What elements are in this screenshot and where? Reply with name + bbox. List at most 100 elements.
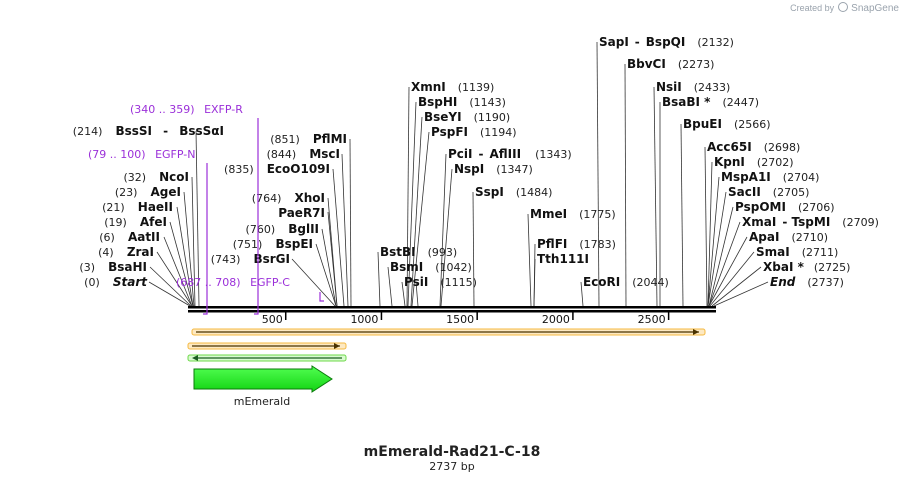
site-position: (1194) <box>480 126 517 139</box>
site-bbvci[interactable]: BbvCI(2273) <box>627 57 714 71</box>
site-sapi[interactable]: SapI-BspQI(2132) <box>599 35 734 49</box>
site-paer7i[interactable]: PaeR7I <box>278 206 325 220</box>
orf-track <box>187 328 706 362</box>
site-bspei[interactable]: (751) BspEI <box>233 233 313 252</box>
site-agei[interactable]: (23) AgeI <box>115 181 181 200</box>
site-bglii[interactable]: (760) BglII <box>246 218 319 237</box>
site-name: Acc65I <box>707 140 752 154</box>
site-position: (2447) <box>722 96 759 109</box>
site-name-alt: TspMI <box>792 215 831 229</box>
site-bpuei[interactable]: BpuEI(2566) <box>683 117 771 131</box>
site-separator: - <box>163 124 168 138</box>
site-leader-line <box>377 251 381 307</box>
site-position: (764) <box>252 192 282 205</box>
site-pcii[interactable]: PciI-AflIII(1343) <box>448 147 572 161</box>
site-sspi[interactable]: SspI(1484) <box>475 185 552 199</box>
site-name: BsmI <box>390 260 423 274</box>
site-leader-line <box>680 123 684 307</box>
site-haeii[interactable]: (21) HaeII <box>102 196 173 215</box>
site-zrai[interactable]: (4) ZraI <box>98 241 154 260</box>
site-nspi[interactable]: NspI(1347) <box>454 162 533 176</box>
site-position: (1484) <box>516 186 553 199</box>
site-leader-line <box>472 191 475 307</box>
site-leader-line <box>709 251 755 307</box>
site-position: (760) <box>246 223 276 236</box>
site-name: MscI <box>309 147 340 161</box>
site-leader-line <box>349 138 352 307</box>
site-xmni[interactable]: XmnI(1139) <box>411 80 494 94</box>
site-position: (2132) <box>697 36 734 49</box>
plasmid-length: 2737 bp <box>429 460 474 473</box>
site-mspa1i[interactable]: MspA1I(2704) <box>721 170 819 184</box>
site-aatii[interactable]: (6) AatII <box>99 226 160 245</box>
site-name: XmaI <box>742 215 776 229</box>
site-position: (0) <box>84 276 100 289</box>
site-bsssi[interactable]: (214) BssSI - BssSαI <box>73 120 224 139</box>
site-leader-line <box>580 281 584 307</box>
site-separator: - <box>479 147 484 161</box>
site-bsabi[interactable]: BsaBI *(2447) <box>662 95 759 109</box>
site-ecoo109i[interactable]: (835) EcoO109I <box>224 158 330 177</box>
site-leader-line <box>406 86 410 307</box>
site-start[interactable]: (0) Start <box>84 271 148 290</box>
site-nsii[interactable]: NsiI(2433) <box>656 80 730 94</box>
site-leader-line <box>653 86 658 307</box>
site-pflfi[interactable]: PflFI(1783) <box>537 237 616 251</box>
snapgene-logo-icon <box>837 2 848 12</box>
sequence-backbone <box>188 306 716 313</box>
credit-prefix: Created by <box>790 3 835 13</box>
site-kpni[interactable]: KpnI(2702) <box>714 155 793 169</box>
site-tth111i[interactable]: Tth111I <box>537 252 589 266</box>
site-xhoi[interactable]: (764) XhoI <box>252 187 325 206</box>
site-mmei[interactable]: MmeI(1775) <box>530 207 616 221</box>
site-pflmi[interactable]: (851) PflMI <box>270 128 347 147</box>
feature-label: mEmerald <box>234 395 290 408</box>
site-sacii[interactable]: SacII(2705) <box>728 185 809 199</box>
site-smai[interactable]: SmaI(2711) <box>756 245 838 259</box>
site-leader-line <box>704 146 708 307</box>
site-leader-line <box>195 130 200 307</box>
site-msci[interactable]: (844) MscI <box>267 143 340 162</box>
site-position: (2044) <box>632 276 669 289</box>
primer-marks <box>203 118 324 315</box>
primer-labels: (340 .. 359) EXFP-R (79 .. 100) EGFP-N (… <box>88 103 324 315</box>
site-end[interactable]: End(2737) <box>770 275 844 289</box>
site-leader-line <box>440 168 453 307</box>
site-name: PflFI <box>537 237 567 251</box>
scale-tick-label: 2000 <box>542 313 570 326</box>
site-name: SmaI <box>756 245 790 259</box>
site-position: (3) <box>79 261 95 274</box>
site-pspomi[interactable]: PspOMI(2706) <box>735 200 835 214</box>
site-position: (1042) <box>435 261 472 274</box>
site-bseyi[interactable]: BseYI(1190) <box>424 110 510 124</box>
site-leader-line <box>439 153 447 307</box>
site-name: SapI <box>599 35 629 49</box>
site-pspfi[interactable]: PspFI (1194) <box>431 125 517 139</box>
site-ncoi[interactable]: (32) NcoI <box>123 166 189 185</box>
site-leader-line <box>415 281 419 307</box>
site-psii[interactable]: PsiI(1115) <box>404 275 477 289</box>
site-bstbi[interactable]: BstBI(993) <box>380 245 457 259</box>
site-bsahi[interactable]: (3) BsaHI <box>79 256 147 275</box>
middle-site-labels: XmnI(1139) BspHI(1143) BseYI(1190) PspFI… <box>380 35 771 289</box>
site-name-alt: AflIII <box>489 147 521 161</box>
site-position: (19) <box>104 216 127 229</box>
primer-egfp-c[interactable]: (687 .. 708) EGFP-C <box>176 276 290 289</box>
site-apai[interactable]: ApaI(2710) <box>749 230 828 244</box>
site-name: PspFI <box>431 125 468 139</box>
site-xmai[interactable]: XmaI-TspMI(2709) <box>742 215 879 229</box>
site-ecori[interactable]: EcoRI(2044) <box>583 275 669 289</box>
feature-memerald[interactable]: mEmerald <box>193 365 333 408</box>
site-afei[interactable]: (19) AfeI <box>104 211 167 230</box>
site-leader-line <box>191 176 196 307</box>
site-bsrgi[interactable]: (743) BsrGI <box>211 248 290 267</box>
primer-egfp-n[interactable]: (79 .. 100) EGFP-N <box>88 148 195 161</box>
site-bsmi[interactable]: BsmI (1042) <box>390 260 472 274</box>
site-name: XbaI * <box>763 260 805 274</box>
site-acc65i[interactable]: Acc65I(2698) <box>707 140 800 154</box>
site-bsphi[interactable]: BspHI(1143) <box>418 95 506 109</box>
site-leader-line <box>169 221 194 307</box>
primer-exfp-r[interactable]: (340 .. 359) EXFP-R <box>130 103 243 116</box>
site-name: NsiI <box>656 80 682 94</box>
site-xbai[interactable]: XbaI *(2725) <box>763 260 850 274</box>
